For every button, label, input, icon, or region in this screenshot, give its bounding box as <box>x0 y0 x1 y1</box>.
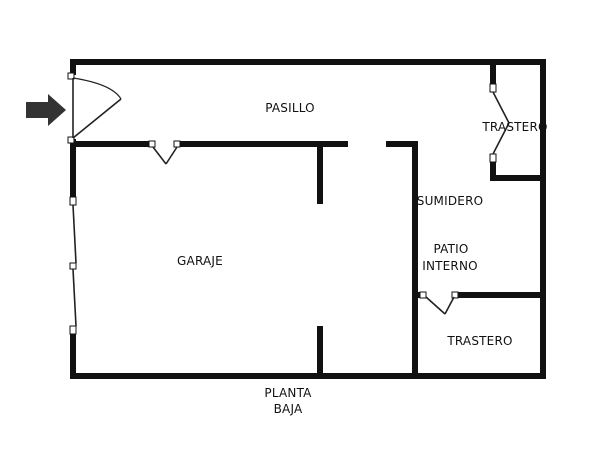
trastero-top-door[interactable] <box>489 83 510 163</box>
entrance-door[interactable] <box>67 72 122 144</box>
garage-partition <box>317 146 323 376</box>
room-label-trastero-bottom: TRASTERO <box>446 334 512 348</box>
room-label-garaje: GARAJE <box>177 254 223 268</box>
room-label-interno: INTERNO <box>422 259 478 273</box>
room-label-sumidero: SUMIDERO <box>417 194 484 208</box>
patio-walls <box>412 141 546 379</box>
room-label-patio: PATIO <box>433 242 468 256</box>
garage-vehicle-door[interactable] <box>69 196 77 335</box>
trastero-bottom-door[interactable] <box>419 291 459 315</box>
floor-label-line2: BAJA <box>274 402 303 416</box>
room-label-pasillo: PASILLO <box>265 101 315 115</box>
entrance-arrow-icon <box>26 94 66 126</box>
outer-walls <box>70 59 546 379</box>
corridor-wall <box>70 141 418 147</box>
garage-inner-door[interactable] <box>148 140 181 165</box>
floor-label-line1: PLANTA <box>264 386 312 400</box>
room-label-trastero-top: TRASTERO <box>481 120 547 134</box>
trastero-top-walls <box>490 65 546 181</box>
